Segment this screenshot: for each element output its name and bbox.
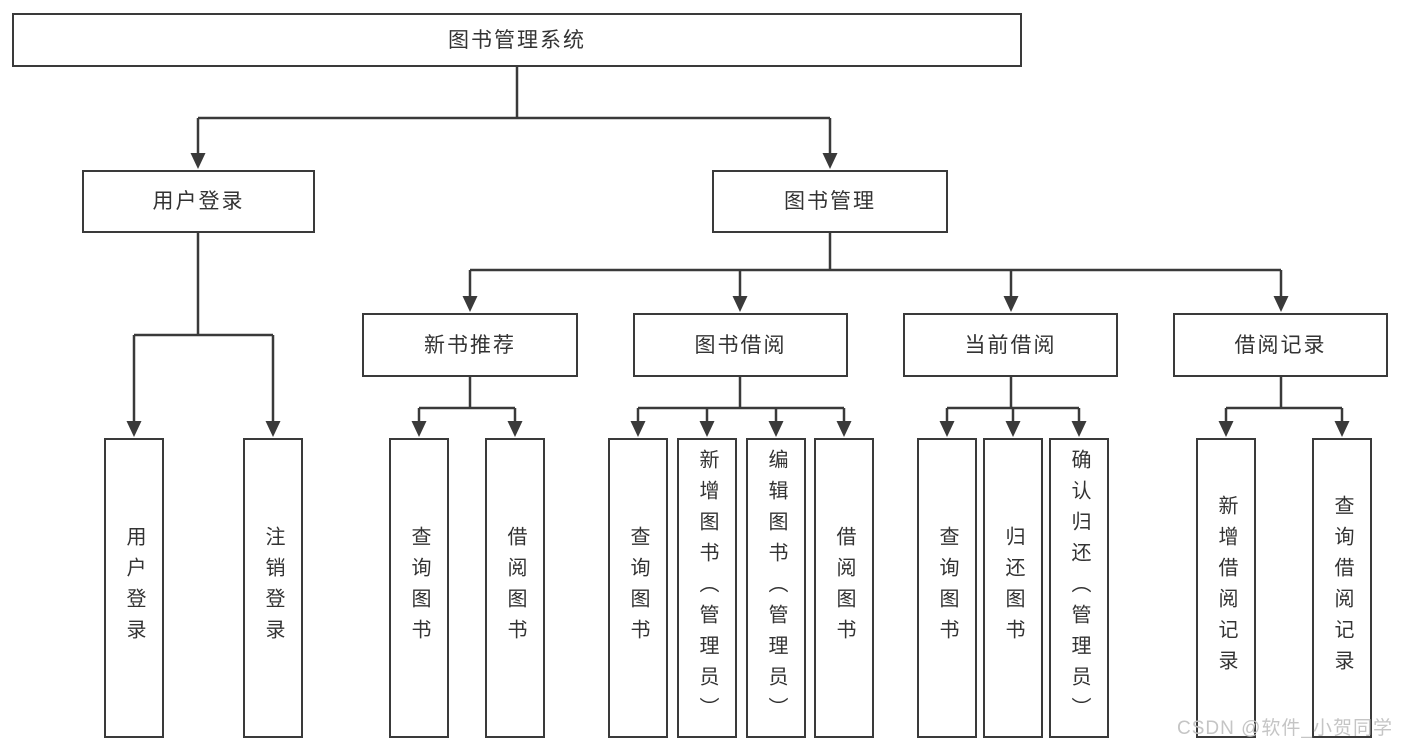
arrowhead-icon <box>732 296 748 312</box>
leaf-edit-book-admin: 编辑图书（管理员） <box>746 438 806 738</box>
leaf-return-book: 归还图书 <box>983 438 1043 738</box>
node-new-book-recommend: 新书推荐 <box>362 313 578 377</box>
watermark-text: CSDN @软件_小贺同学 <box>1177 718 1393 739</box>
arrowhead-icon <box>1005 421 1021 437</box>
arrowhead-icon <box>507 421 523 437</box>
arrowheads <box>126 153 1350 437</box>
leaf-add-book-admin: 新增图书（管理员） <box>677 438 737 738</box>
connector-current-borrow <box>945 377 1081 422</box>
arrowhead-icon <box>836 421 852 437</box>
node-current-borrow: 当前借阅 <box>903 313 1118 377</box>
arrowhead-icon <box>190 153 206 169</box>
connector-borrow-records <box>1224 377 1344 422</box>
node-library-system: 图书管理系统 <box>12 13 1022 67</box>
leaf-query-books-3: 查询图书 <box>917 438 977 738</box>
leaf-query-books-1: 查询图书 <box>389 438 449 738</box>
leaf-query-borrow-record: 查询借阅记录 <box>1312 438 1372 738</box>
leaf-query-books-2: 查询图书 <box>608 438 668 738</box>
connector-new-book <box>417 377 517 422</box>
node-user-login: 用户登录 <box>82 170 315 233</box>
arrowhead-icon <box>1334 421 1350 437</box>
arrowhead-icon <box>411 421 427 437</box>
arrowhead-icon <box>1003 296 1019 312</box>
connector-root <box>196 67 832 154</box>
leaf-add-borrow-record: 新增借阅记录 <box>1196 438 1256 738</box>
arrowhead-icon <box>768 421 784 437</box>
connector-book-borrow <box>636 377 846 422</box>
arrowhead-icon <box>699 421 715 437</box>
arrowhead-icon <box>1071 421 1087 437</box>
leaf-user-login: 用户登录 <box>104 438 164 738</box>
leaf-confirm-return-admin: 确认归还（管理员） <box>1049 438 1109 738</box>
leaf-logout: 注销登录 <box>243 438 303 738</box>
node-borrow-records: 借阅记录 <box>1173 313 1388 377</box>
node-book-borrow: 图书借阅 <box>633 313 848 377</box>
arrowhead-icon <box>1273 296 1289 312</box>
arrowhead-icon <box>1218 421 1234 437</box>
arrowhead-icon <box>939 421 955 437</box>
arrowhead-icon <box>822 153 838 169</box>
arrowhead-icon <box>462 296 478 312</box>
arrowhead-icon <box>126 421 142 437</box>
connector-user-login <box>132 233 275 422</box>
arrowhead-icon <box>265 421 281 437</box>
arrowhead-icon <box>630 421 646 437</box>
node-book-management: 图书管理 <box>712 170 948 233</box>
connector-book-management <box>468 233 1283 297</box>
leaf-borrow-books-1: 借阅图书 <box>485 438 545 738</box>
leaf-borrow-books-2: 借阅图书 <box>814 438 874 738</box>
